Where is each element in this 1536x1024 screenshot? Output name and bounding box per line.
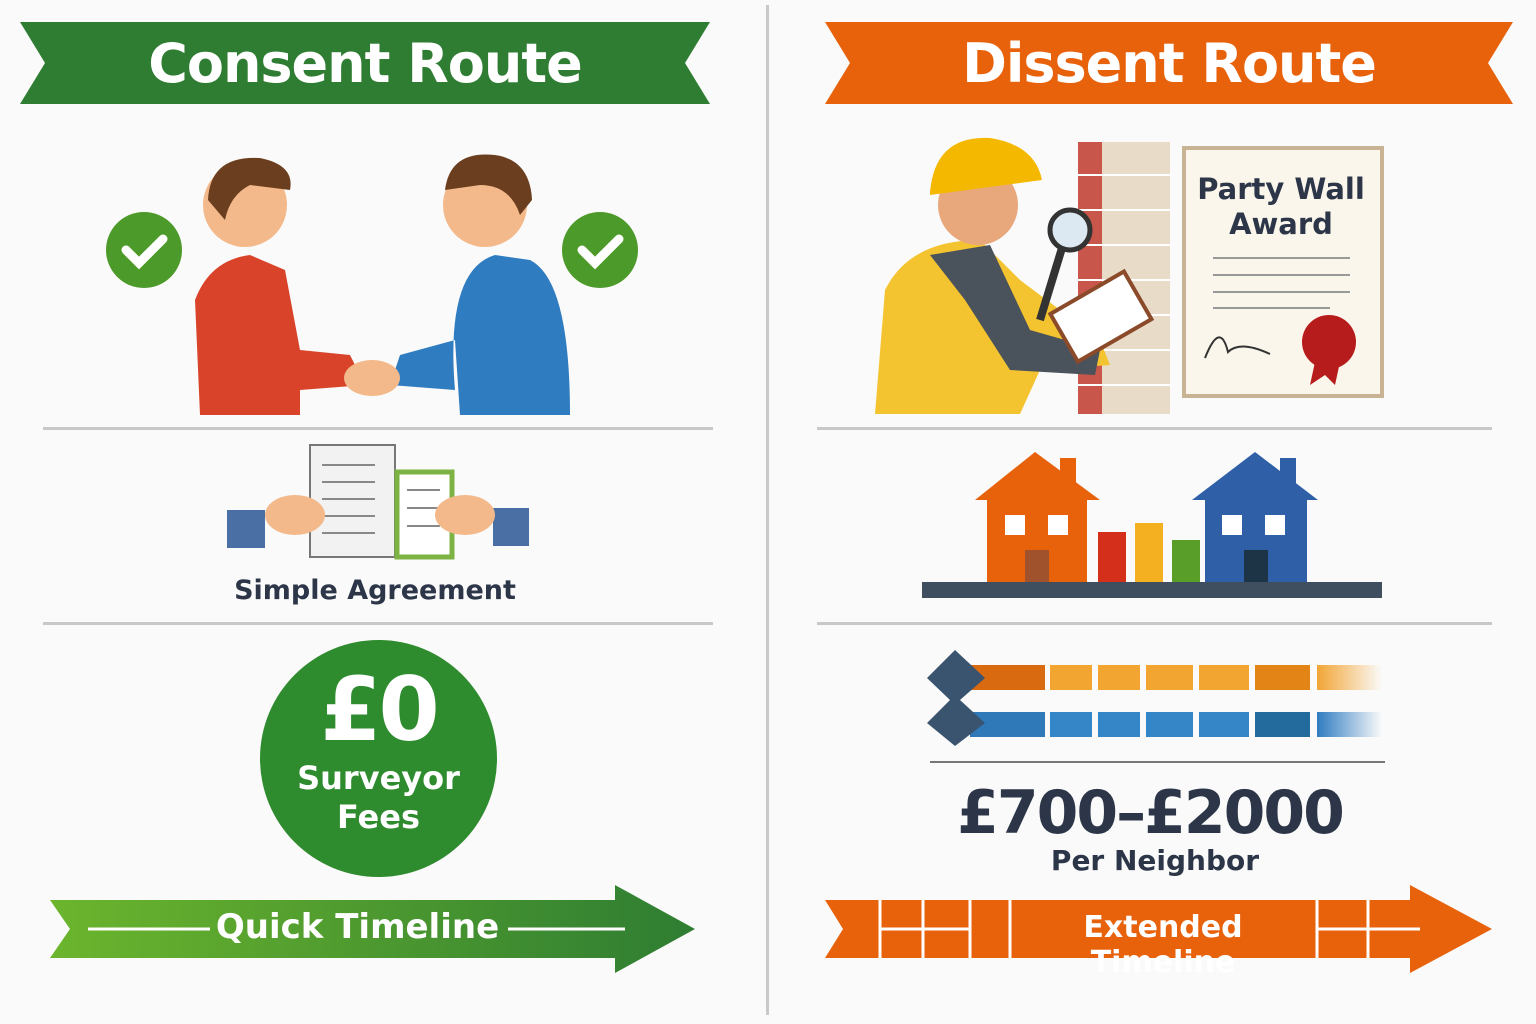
extended-timeline-label: Extended Timeline xyxy=(1083,910,1243,980)
fee-label: Surveyor xyxy=(297,759,460,797)
cost-unit: Per Neighbor xyxy=(1050,844,1260,877)
cost-range: £700–£2000 xyxy=(957,778,1345,848)
divider xyxy=(817,427,1492,430)
simple-agreement-label: Simple Agreement xyxy=(234,575,516,606)
quick-timeline-label: Quick Timeline xyxy=(215,907,500,947)
extended-timeline-arrow: Extended Timeline xyxy=(825,885,1492,980)
dissent-banner: Dissent Route xyxy=(825,22,1513,104)
banner-shape xyxy=(20,22,710,104)
handshake-illustration xyxy=(106,154,638,415)
award-certificate-icon xyxy=(1182,146,1384,398)
surveyor-illustration xyxy=(875,137,1384,414)
houses-icon xyxy=(922,452,1382,598)
award-title-line: Award xyxy=(1229,207,1333,241)
consent-title: Consent Route xyxy=(148,32,583,95)
divider xyxy=(43,427,713,430)
arrow-icon xyxy=(50,885,695,973)
fee-label: Fees xyxy=(336,798,420,836)
dissent-title: Dissent Route xyxy=(962,32,1377,95)
quick-timeline-arrow: Quick Timeline xyxy=(50,885,695,973)
divider xyxy=(817,622,1492,625)
arrow-icon xyxy=(825,885,1492,973)
fee-badge: £0 Surveyor Fees xyxy=(260,640,497,877)
timeline-bars-icon xyxy=(927,650,1385,763)
check-icon xyxy=(562,212,638,288)
center-divider xyxy=(766,5,769,1015)
check-icon xyxy=(106,212,182,288)
banner-shape xyxy=(825,22,1513,104)
divider xyxy=(43,622,713,625)
award-title: Party Wall Award xyxy=(1188,172,1374,242)
award-title-line: Party Wall xyxy=(1197,172,1365,206)
document-exchange-icon xyxy=(227,444,529,560)
fee-amount: £0 xyxy=(320,658,439,761)
consent-banner: Consent Route xyxy=(20,22,710,104)
